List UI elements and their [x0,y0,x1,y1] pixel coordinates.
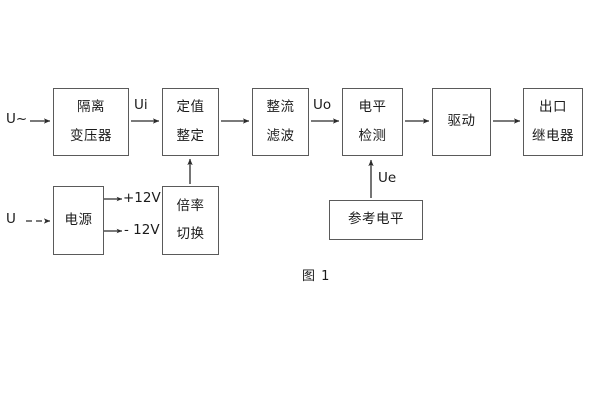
label-ui: Ui [134,97,148,113]
block-output-relay-line2: 继电器 [532,127,574,144]
block-level-detect-line1: 电平 [358,99,387,115]
block-level-detect: 电平 检测 [342,88,403,156]
block-rectify-filter: 整流 滤波 [252,88,309,156]
block-rectify-filter-line1: 整流 [266,99,295,115]
block-multiplier-switch: 倍率 切换 [162,186,219,255]
figure-caption: 图 1 [302,269,331,284]
block-setting-value-line1: 定值 [176,99,205,115]
block-multiplier-switch-line1: 倍率 [176,197,205,214]
block-isolation-transformer-line2: 变压器 [70,127,112,144]
block-power-supply: 电源 [53,186,104,255]
label-uo: Uo [313,97,332,113]
block-output-relay-line1: 出口 [539,99,567,115]
block-multiplier-switch-line2: 切换 [176,226,205,242]
block-rectify-filter-line2: 滤波 [266,127,295,144]
block-reference-level: 参考电平 [329,200,423,240]
label-rail-positive: +12V [123,190,161,206]
block-level-detect-line2: 检测 [358,127,387,144]
block-drive-line1: 驱动 [447,113,476,130]
label-rail-negative: - 12V [124,222,160,238]
block-isolation-transformer-line1: 隔离 [77,99,105,115]
block-power-supply-line1: 电源 [64,211,93,228]
label-input-ac: U~ [6,111,28,127]
label-input-dc: U [6,211,16,227]
block-output-relay: 出口 继电器 [523,88,583,156]
block-reference-level-line1: 参考电平 [348,211,404,228]
block-drive: 驱动 [432,88,491,156]
block-setting-value: 定值 整定 [162,88,219,156]
block-isolation-transformer: 隔离 变压器 [53,88,129,156]
label-ue: Ue [378,170,397,186]
block-setting-value-line2: 整定 [176,127,205,144]
